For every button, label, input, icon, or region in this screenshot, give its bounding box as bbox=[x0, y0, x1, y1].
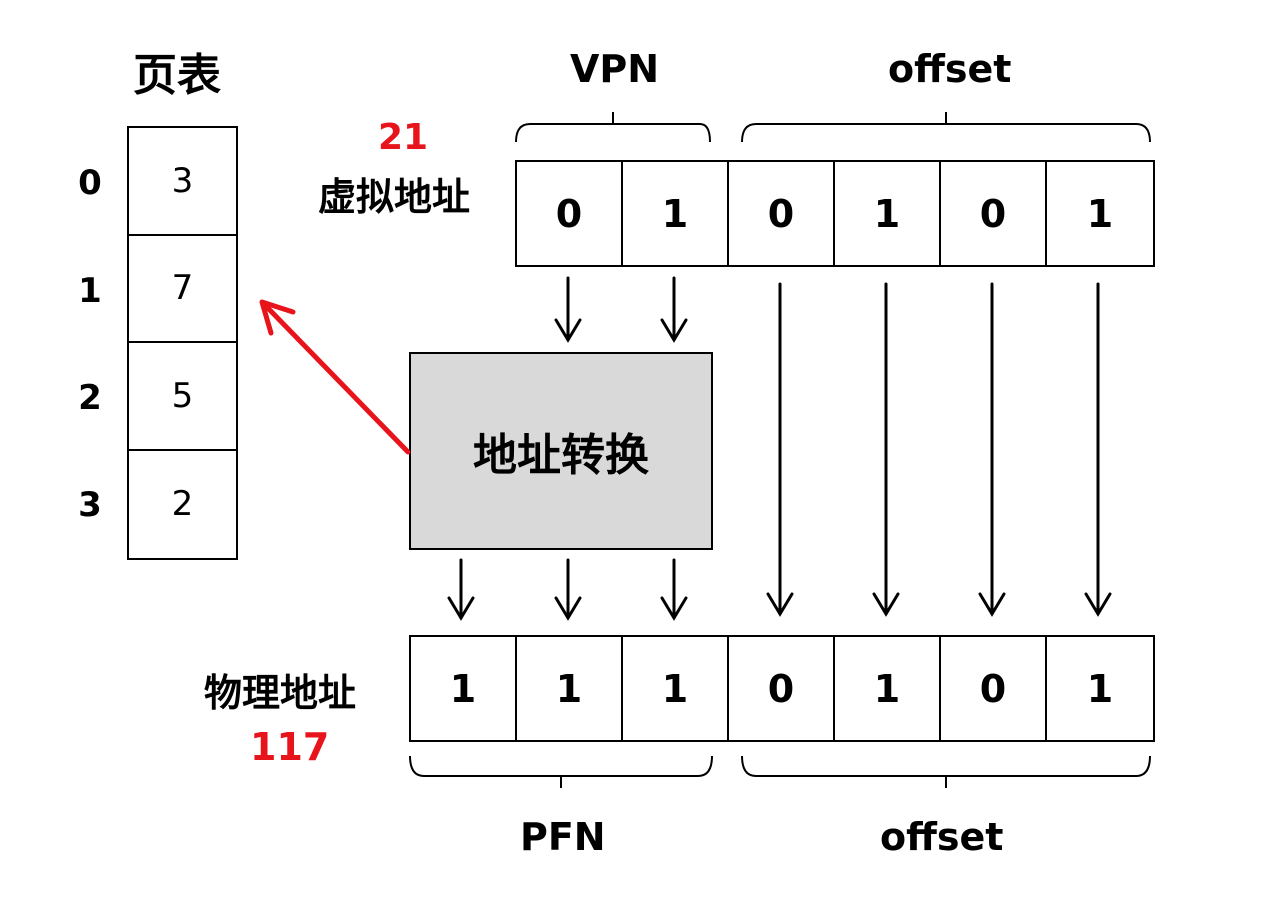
address-translation-label: 地址转换 bbox=[473, 430, 649, 481]
physical-bit-2: 1 bbox=[623, 637, 729, 740]
page-table-title: 页表 bbox=[133, 50, 221, 101]
vpn-arrow-0 bbox=[554, 276, 582, 343]
vpn-brace bbox=[515, 112, 711, 143]
offset-arrow-0 bbox=[766, 282, 794, 617]
physical-bit-1: 1 bbox=[517, 637, 623, 740]
virtual-address-value: 21 bbox=[378, 117, 429, 158]
physical-address-value: 117 bbox=[250, 725, 330, 769]
vpn-label: VPN bbox=[570, 47, 660, 91]
virtual-bit-5: 1 bbox=[1086, 191, 1114, 236]
lookup-arrow bbox=[259, 299, 411, 455]
virtual-bit-2: 0 bbox=[729, 162, 835, 265]
physical-address-label: 物理地址 bbox=[204, 671, 357, 715]
physical-bit-5: 0 bbox=[941, 637, 1047, 740]
virtual-bit-3: 1 bbox=[835, 162, 941, 265]
physical-bit-6: 1 bbox=[1086, 666, 1114, 711]
physical-offset-label: offset bbox=[880, 815, 1004, 859]
page-table-entry-1: 7 bbox=[129, 236, 236, 343]
vpn-arrow-1 bbox=[660, 276, 688, 343]
page-table-index-0: 0 bbox=[78, 163, 102, 203]
virtual-offset-brace bbox=[741, 112, 1151, 143]
page-table-entry-0: 3 bbox=[129, 128, 236, 236]
physical-bit-4: 1 bbox=[835, 637, 941, 740]
physical-offset-brace bbox=[741, 755, 1151, 788]
virtual-address-bits: 0 1 0 1 0 1 bbox=[515, 160, 1155, 267]
offset-arrow-2 bbox=[978, 282, 1006, 617]
address-translation-box: 地址转换 bbox=[409, 352, 713, 550]
page-table-index-2: 2 bbox=[78, 378, 102, 418]
virtual-address-label: 虚拟地址 bbox=[318, 175, 471, 219]
pfn-label: PFN bbox=[520, 815, 606, 859]
page-table: 3 7 5 2 bbox=[127, 126, 238, 560]
page-table-entry-3: 2 bbox=[171, 484, 194, 525]
physical-bit-0: 1 bbox=[411, 637, 517, 740]
page-table-index-3: 3 bbox=[78, 485, 102, 525]
virtual-offset-label: offset bbox=[888, 47, 1012, 91]
virtual-bit-4: 0 bbox=[941, 162, 1047, 265]
virtual-bit-0: 0 bbox=[517, 162, 623, 265]
pfn-arrow-0 bbox=[447, 558, 475, 621]
offset-arrow-3 bbox=[1084, 282, 1112, 617]
pfn-brace bbox=[409, 755, 713, 788]
virtual-bit-1: 1 bbox=[623, 162, 729, 265]
physical-address-bits: 1 1 1 0 1 0 1 bbox=[409, 635, 1155, 742]
offset-arrow-1 bbox=[872, 282, 900, 617]
pfn-arrow-1 bbox=[554, 558, 582, 621]
physical-bit-3: 0 bbox=[729, 637, 835, 740]
page-table-index-1: 1 bbox=[78, 271, 102, 311]
pfn-arrow-2 bbox=[660, 558, 688, 621]
page-table-entry-2: 5 bbox=[129, 343, 236, 451]
